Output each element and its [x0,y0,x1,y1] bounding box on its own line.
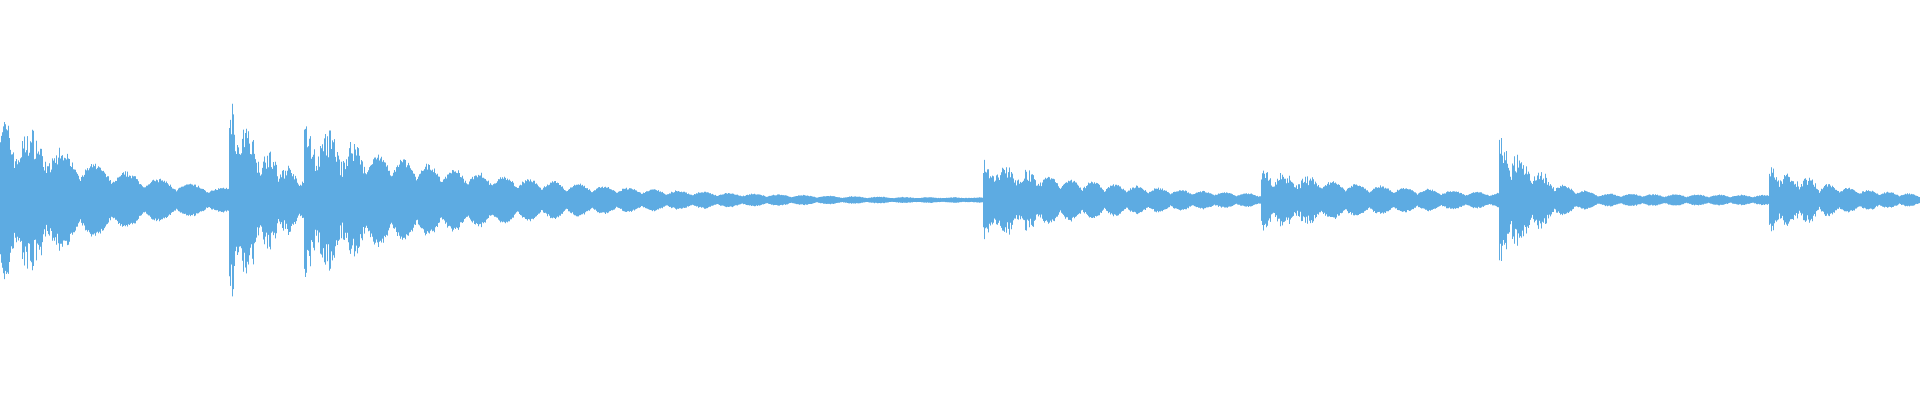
waveform-amplitude-path [0,103,1920,297]
